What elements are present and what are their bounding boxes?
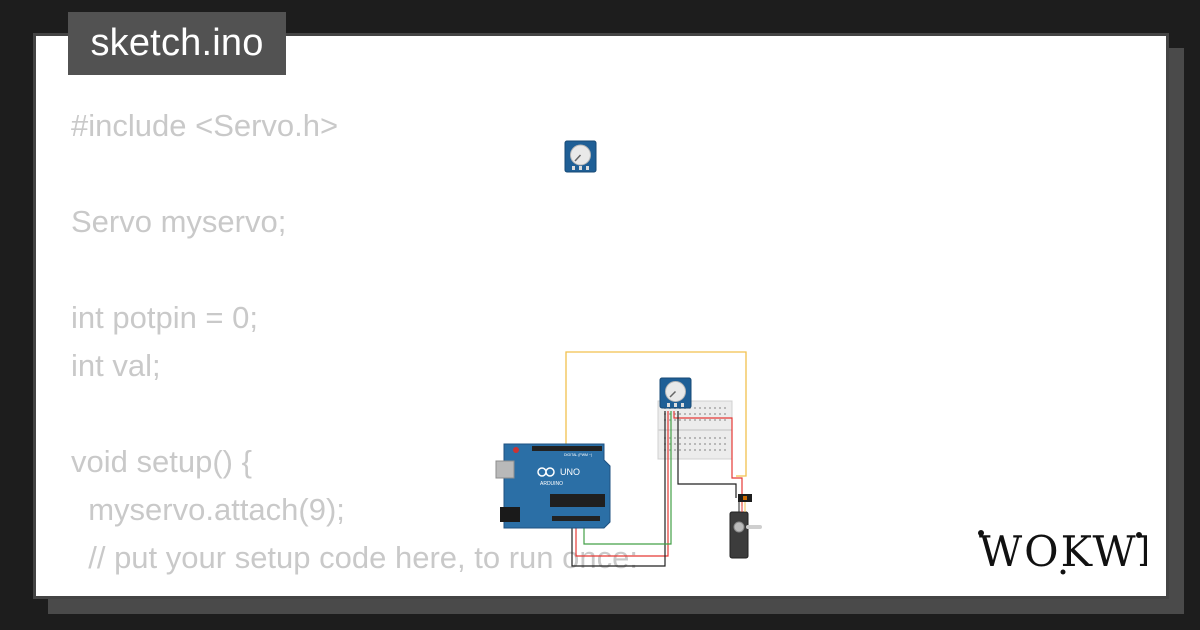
code-line-10: // put your setup code here, to run once…	[71, 540, 638, 575]
filename-tab: sketch.ino	[68, 12, 286, 75]
code-line-9: myservo.attach(9);	[71, 492, 345, 527]
wokwi-logo: WOKWI	[978, 527, 1147, 576]
wire-black-2	[677, 411, 737, 498]
wire-red-2	[575, 411, 669, 557]
wire-red	[673, 411, 743, 496]
code-line-8: void setup() {	[71, 444, 252, 479]
arduino-uno-icon: UNO ARDUINO DIGITAL (PWM ~)	[495, 443, 611, 529]
wire-yellow	[565, 351, 747, 477]
code-line-6: int val;	[71, 348, 161, 383]
potentiometer-on-breadboard-icon	[659, 377, 692, 409]
wire-green	[583, 411, 672, 545]
uno-label: UNO	[560, 467, 580, 477]
code-line-1: #include <Servo.h>	[71, 108, 339, 143]
code-line-3: Servo myservo;	[71, 204, 287, 239]
code-preview: #include <Servo.h> Servo myservo; int potp…	[71, 102, 638, 582]
preview-card: #include <Servo.h> Servo myservo; int potp…	[33, 33, 1169, 599]
servo-icon	[729, 494, 762, 559]
arduino-label: ARDUINO	[540, 481, 563, 487]
circuit-diagram: UNO ARDUINO DIGITAL (PWM ~)	[495, 140, 762, 567]
code-line-5: int potpin = 0;	[71, 300, 258, 335]
digital-label: DIGITAL (PWM ~)	[564, 453, 592, 457]
potentiometer-icon	[564, 140, 597, 173]
wokwi-wordmark: WOKWI	[979, 527, 1147, 576]
wire-black	[571, 411, 666, 567]
breadboard-icon	[657, 400, 733, 460]
